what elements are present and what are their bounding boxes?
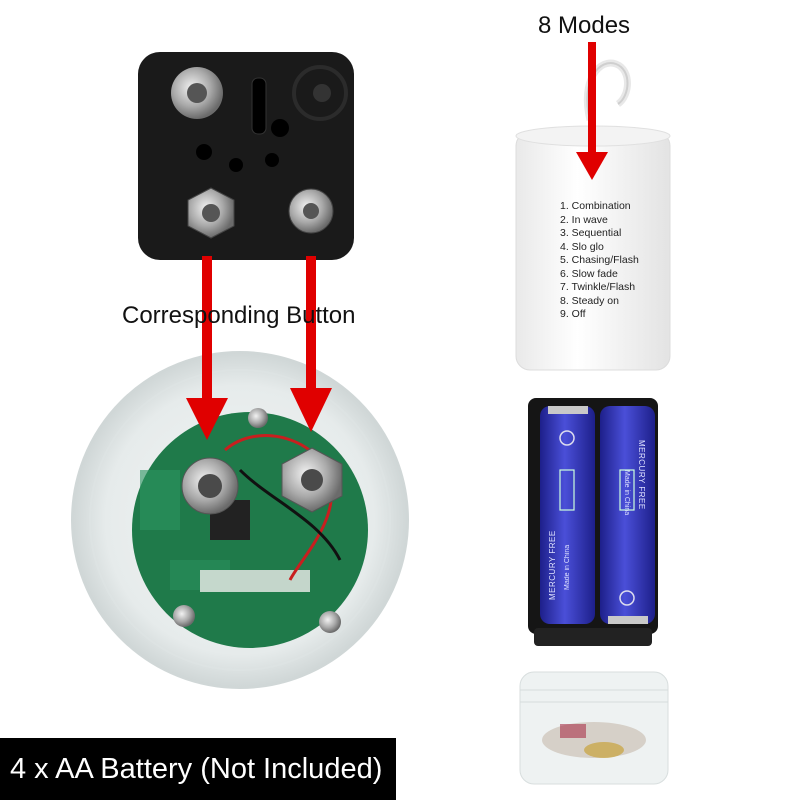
battery-right-madein: Made in China xyxy=(623,470,630,516)
list-item: 4. Slo glo xyxy=(560,240,604,253)
mode-list: 1. Combination 2. In wave 3. Sequential … xyxy=(560,200,639,322)
battery-note-banner: 4 x AA Battery (Not Included) xyxy=(0,738,396,800)
button-housing xyxy=(71,351,409,689)
list-item: 3. Sequential xyxy=(560,227,622,239)
list-item: 8. Steady on xyxy=(560,294,619,307)
list-item: 6. Slow fade xyxy=(560,267,618,280)
arrow-left-icon xyxy=(186,256,228,440)
remote-controller xyxy=(515,59,671,371)
arrow-right-icon xyxy=(290,256,332,432)
battery-left-text: MERCURY FREE xyxy=(548,530,557,600)
arrow-modes-icon xyxy=(576,42,608,180)
corresponding-button-label: Corresponding Button xyxy=(122,302,356,329)
list-item: 5. Chasing/Flash xyxy=(560,254,639,266)
modes-title: 8 Modes xyxy=(538,12,631,39)
battery-left-madein: Made in China xyxy=(564,544,571,590)
battery-holder xyxy=(528,398,658,646)
battery-right-text: MERCURY FREE xyxy=(637,440,646,510)
list-item: 1. Combination xyxy=(560,200,631,212)
battery-left xyxy=(540,406,595,624)
snap-connector-plate xyxy=(138,52,354,260)
list-item: 2. In wave xyxy=(560,213,608,226)
battery-right xyxy=(600,406,655,624)
list-item: 7. Twinkle/Flash xyxy=(560,281,636,293)
clear-cap xyxy=(519,671,669,785)
list-item: 9. Off xyxy=(560,308,586,320)
